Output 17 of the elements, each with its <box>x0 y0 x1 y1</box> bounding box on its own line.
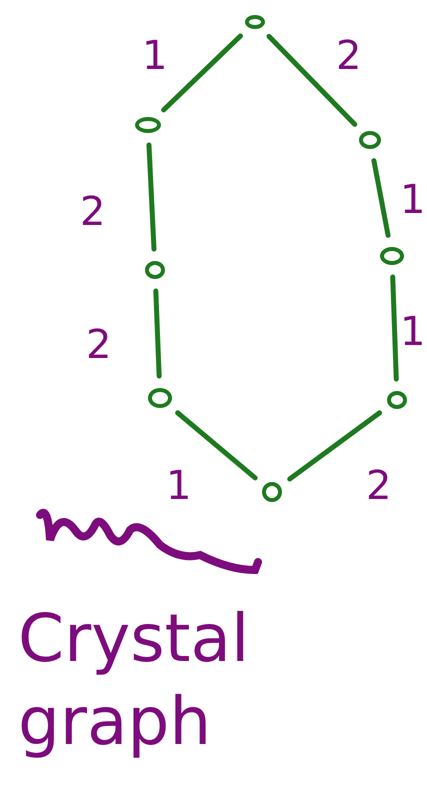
caption-text: Crystal graph <box>18 599 250 762</box>
graph-edge <box>390 274 399 382</box>
graph-vertex <box>148 388 172 408</box>
graph-edge <box>287 410 382 482</box>
graph-vertex <box>262 482 282 502</box>
graph-edge <box>175 410 258 480</box>
graph-edge <box>146 142 156 252</box>
graph-vertex <box>387 391 407 409</box>
graph-edge <box>371 158 391 238</box>
graph-vertex <box>245 15 265 29</box>
graph-edge <box>161 33 243 112</box>
graph-vertex <box>359 131 381 149</box>
graph-vertex <box>145 261 165 279</box>
graph-vertex <box>135 117 161 133</box>
graph-edge <box>266 34 358 127</box>
graph-edge <box>153 288 162 379</box>
graph-vertex <box>380 247 404 265</box>
